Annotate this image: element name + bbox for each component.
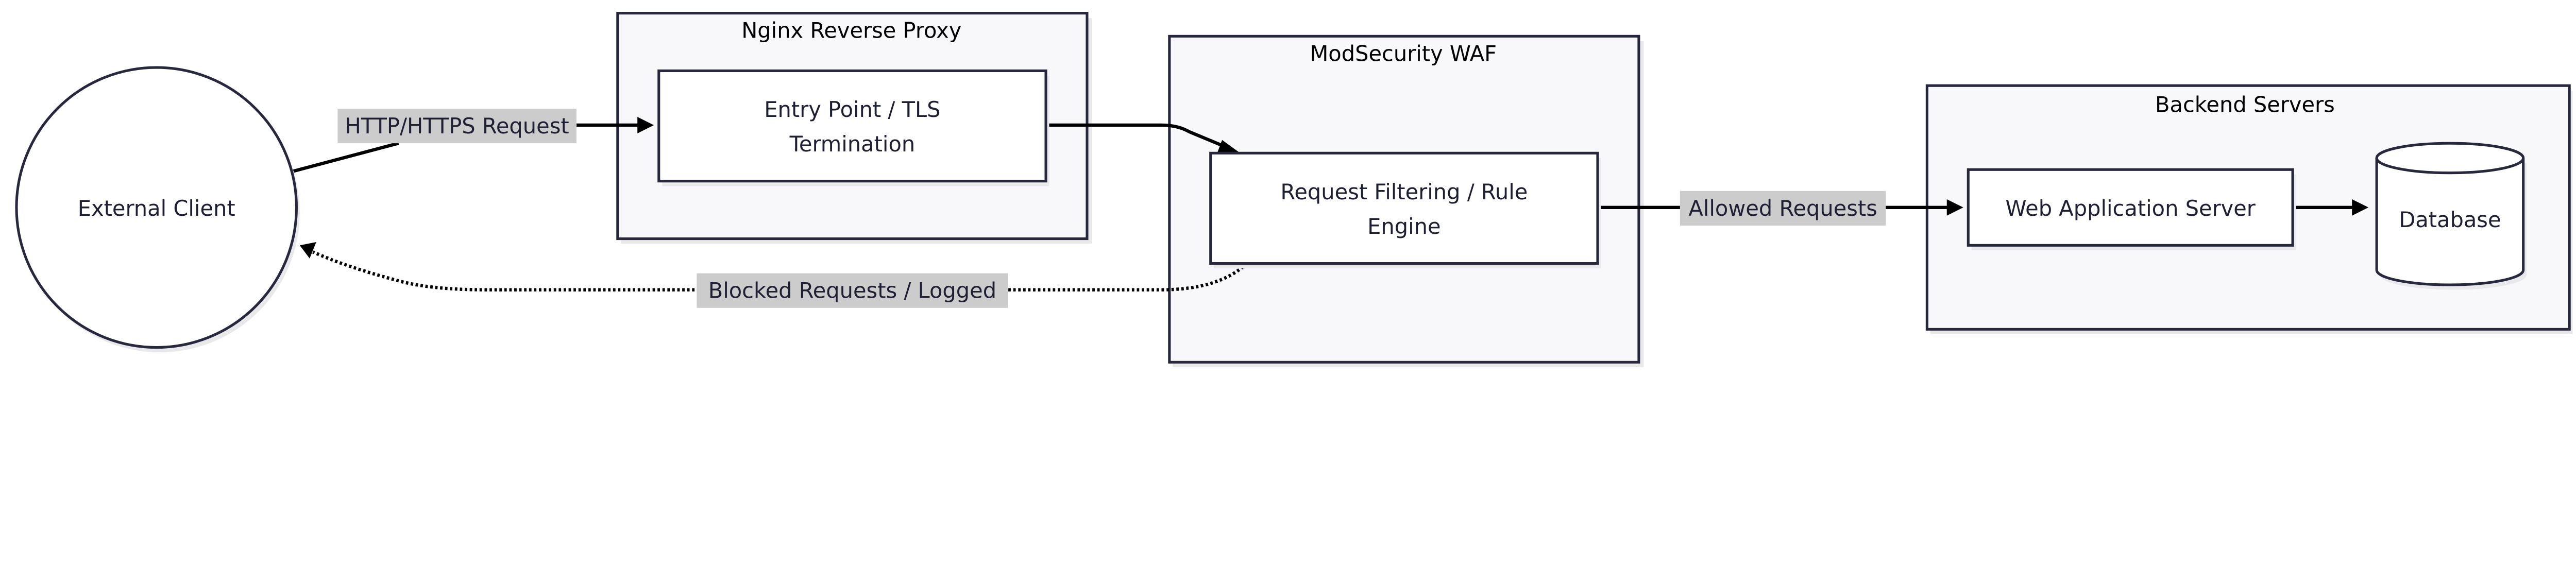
edge-request-label: HTTP/HTTPS Request [345, 113, 569, 139]
cluster-nginx-title: Nginx Reverse Proxy [741, 18, 961, 43]
edge-request: HTTP/HTTPS Request [293, 108, 654, 173]
node-entry-point: Entry Point / TLS Termination [657, 69, 1049, 186]
node-web-app-server: Web Application Server [1967, 168, 2296, 250]
node-filter-label-line2: Engine [1367, 214, 1440, 239]
arrowhead-icon [1217, 140, 1241, 153]
cluster-waf-title: ModSecurity WAF [1310, 41, 1497, 66]
arrowhead-icon [1946, 199, 1963, 216]
database-cylinder-icon [2375, 142, 2525, 175]
edge-blocked-label: Blocked Requests / Logged [708, 278, 996, 303]
node-database-label: Database [2399, 207, 2501, 232]
node-entry-label-line1: Entry Point / TLS [764, 97, 940, 122]
node-external-client: External Client [15, 66, 300, 353]
cluster-backend-title: Backend Servers [2155, 92, 2335, 117]
node-entry-label-line2: Termination [789, 131, 916, 157]
node-database: Database [2375, 142, 2527, 290]
edge-blocked: Blocked Requests / Logged [299, 242, 1248, 308]
arrowhead-icon [637, 116, 654, 133]
edge-webapp-to-db [2293, 199, 2369, 216]
arrowhead-icon [299, 242, 316, 259]
node-request-filtering: Request Filtering / Rule Engine [1209, 151, 1601, 269]
node-filter-label-line1: Request Filtering / Rule [1280, 179, 1528, 204]
edge-entry-to-filter [1046, 123, 1230, 150]
edge-allowed-label: Allowed Requests [1688, 196, 1877, 221]
waf-architecture-diagram: Nginx Reverse Proxy ModSecurity WAF Back… [15, 12, 2573, 367]
arrowhead-icon [2352, 199, 2369, 216]
node-webapp-label: Web Application Server [2006, 196, 2256, 221]
node-external-client-label: External Client [78, 196, 235, 221]
edge-allowed: Allowed Requests [1597, 191, 1963, 226]
